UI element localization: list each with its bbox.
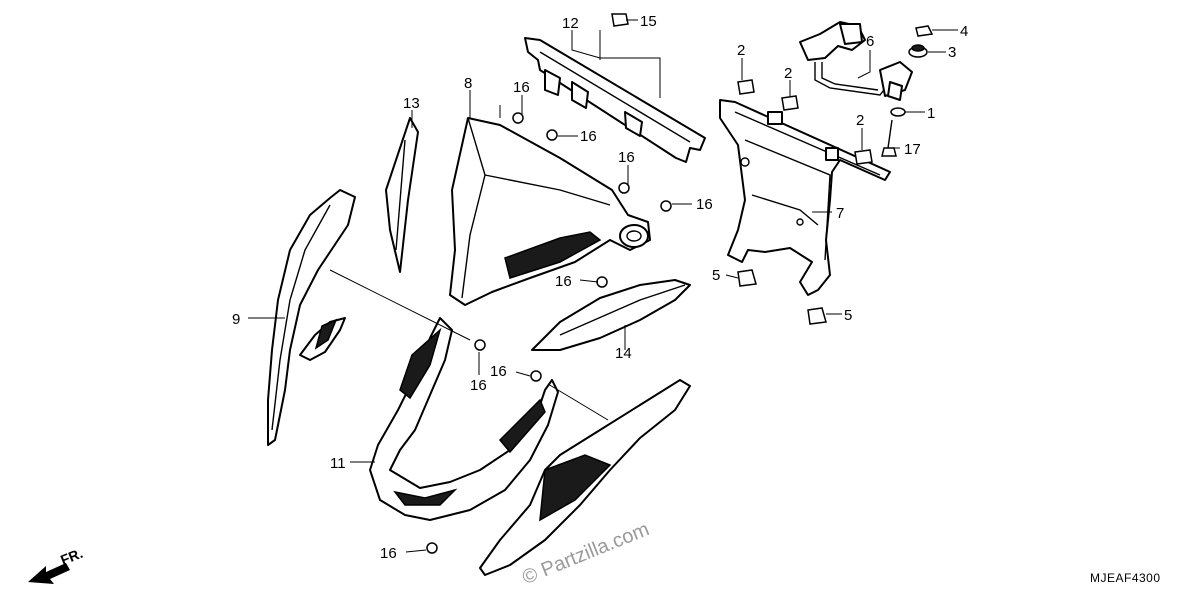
callout-3: 3 — [948, 44, 956, 61]
part-5-grommets — [737, 269, 827, 325]
callout-5: 5 — [844, 307, 852, 324]
callout-7: 7 — [836, 205, 844, 222]
callout-5: 5 — [712, 267, 720, 284]
part-14-side-strip — [531, 279, 691, 351]
callout-6: 6 — [866, 33, 874, 50]
leader-lines — [248, 19, 958, 553]
part-15-clip — [611, 13, 629, 27]
callout-8: 8 — [464, 75, 472, 92]
callout-2: 2 — [856, 112, 864, 129]
part-3-grommet — [908, 44, 928, 58]
callout-13: 13 — [403, 95, 420, 112]
callout-15: 15 — [640, 13, 657, 30]
part-17-bolt — [881, 119, 897, 157]
diagram-code: MJEAF4300 — [1090, 571, 1161, 585]
callout-16: 16 — [470, 377, 487, 394]
callout-labels: 2 2 2 3 4 1 6 17 7 5 5 15 12 8 13 9 11 1… — [232, 13, 968, 562]
callout-16: 16 — [696, 196, 713, 213]
part-2-grommets — [737, 79, 873, 165]
callout-14: 14 — [615, 345, 632, 362]
callout-16: 16 — [618, 149, 635, 166]
callout-2: 2 — [737, 42, 745, 59]
front-direction-indicator: FR. — [28, 545, 85, 584]
part-4-clip — [915, 25, 934, 37]
callout-16: 16 — [490, 363, 507, 380]
callout-17: 17 — [904, 141, 921, 158]
callout-16: 16 — [580, 128, 597, 145]
callout-16: 16 — [555, 273, 572, 290]
part-12-upper-bracket — [524, 37, 706, 163]
callout-12: 12 — [562, 15, 579, 32]
callout-16: 16 — [380, 545, 397, 562]
part-11-lower-cowl — [369, 317, 559, 521]
part-8-upper-cowl — [449, 117, 651, 306]
callout-16: 16 — [513, 79, 530, 96]
part-1-collar — [890, 107, 906, 117]
part-7-meter-stay — [719, 99, 891, 296]
part-13-windscreen — [385, 117, 419, 273]
part-9-side-cowl — [267, 189, 356, 446]
part-6-bracket — [799, 21, 913, 101]
arrow-icon — [28, 563, 70, 584]
callout-1: 1 — [927, 105, 935, 122]
callout-2: 2 — [784, 65, 792, 82]
part-lower-right-panel — [479, 379, 691, 576]
callout-4: 4 — [960, 23, 968, 40]
callout-11: 11 — [330, 455, 346, 472]
callout-9: 9 — [232, 311, 240, 328]
direction-label: FR. — [58, 545, 85, 568]
